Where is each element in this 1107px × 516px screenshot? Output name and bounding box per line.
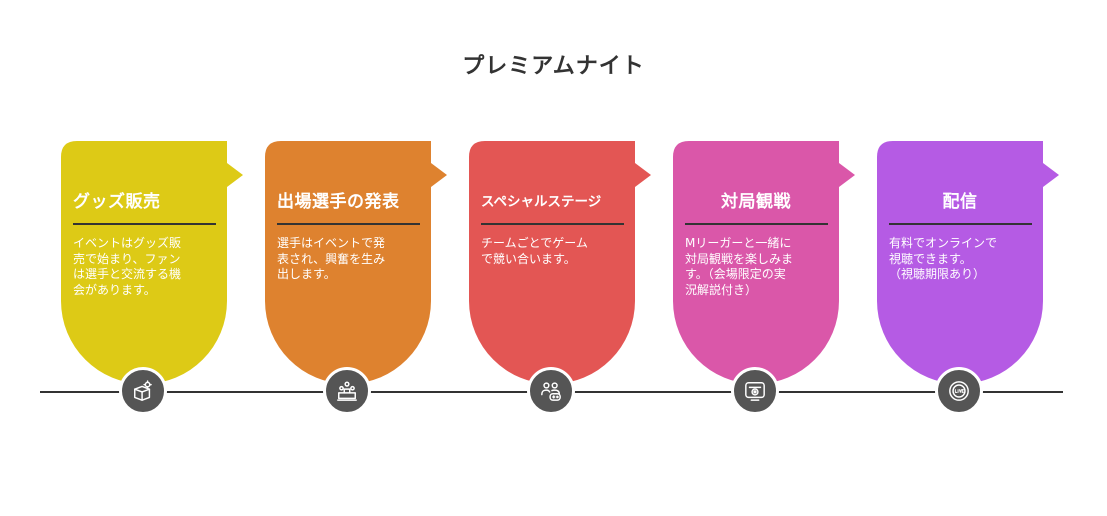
- box-gear-icon: [119, 367, 167, 415]
- step-card-special-stage: スペシャルステージ チームごとでゲーム で競い合います。: [469, 141, 651, 386]
- step-heading: スペシャルステージ: [481, 194, 602, 210]
- step-card-streaming: 配信 有料でオンラインで 視聴できます。 （視聴期限あり）: [877, 141, 1059, 386]
- page-title: プレミアムナイト: [462, 54, 645, 79]
- live-stream-icon: [935, 367, 983, 415]
- card-shape: [673, 141, 855, 384]
- card-shape: [61, 141, 243, 384]
- card-shape: [265, 141, 447, 384]
- divider: [889, 223, 1032, 225]
- card-shape: [877, 141, 1059, 384]
- step-description: Mリーガーと一緒に 対局観戦を楽しみま す。（会場限定の実 況解説付き）: [685, 236, 794, 297]
- card-shape: [469, 141, 651, 384]
- step-description: 有料でオンラインで 視聴できます。 （視聴期限あり）: [889, 236, 998, 281]
- step-card-goods-sale: グッズ販売 イベントはグッズ販 売で始まり、ファン は選手と交流する機 会があり…: [61, 141, 243, 386]
- step-heading: 出場選手の発表: [277, 192, 400, 212]
- divider: [277, 223, 420, 225]
- step-description: 選手はイベントで発 表され、興奮を生み 出します。: [277, 236, 386, 281]
- live-screen-icon: [731, 367, 779, 415]
- players-gamepad-icon: [527, 367, 575, 415]
- step-description: イベントはグッズ販 売で始まり、ファン は選手と交流する機 会があります。: [73, 236, 182, 297]
- step-description: チームごとでゲーム で競い合います。: [481, 236, 588, 266]
- step-card-match-viewing: 対局観戦 Mリーガーと一緒に 対局観戦を楽しみま す。（会場限定の実 況解説付き…: [673, 141, 855, 386]
- podium-icon: [323, 367, 371, 415]
- divider: [685, 223, 828, 225]
- divider: [73, 223, 216, 225]
- step-card-player-announcement: 出場選手の発表 選手はイベントで発 表され、興奮を生み 出します。: [265, 141, 447, 386]
- step-heading: 配信: [942, 192, 978, 212]
- step-heading: グッズ販売: [73, 192, 161, 212]
- divider: [481, 223, 624, 225]
- step-heading: 対局観戦: [721, 192, 791, 212]
